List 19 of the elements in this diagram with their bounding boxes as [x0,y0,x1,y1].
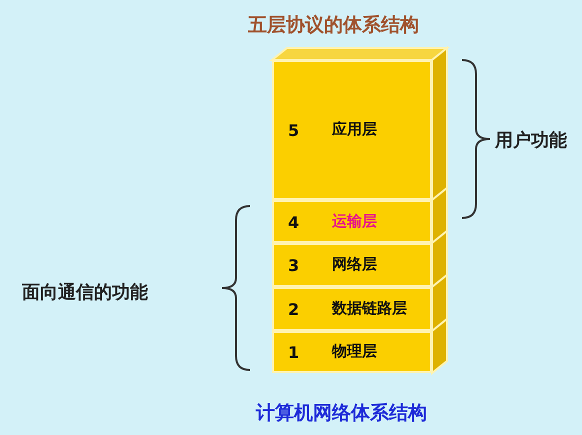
layer-box [272,60,432,200]
layer-number: 1 [288,343,300,362]
layer-name: 运输层 [332,212,377,230]
layer-number: 3 [288,256,300,275]
caption: 计算机网络体系结构 [256,401,427,426]
layer-box [272,287,432,331]
layer-name: 网络层 [332,255,377,274]
title: 五层协议的体系结构 [248,13,419,38]
layer-box [272,331,432,373]
brace-label: 用户功能 [495,129,567,152]
layer-name: 应用层 [332,120,377,139]
layer-box [272,243,432,287]
layer-box [272,200,432,243]
layer-name: 物理层 [332,342,377,361]
layer-number: 4 [288,212,300,232]
brace-label: 面向通信的功能 [22,281,148,304]
layer-number: 2 [288,300,300,319]
layer-number: 5 [288,121,300,140]
layer-name: 数据链路层 [332,299,407,318]
